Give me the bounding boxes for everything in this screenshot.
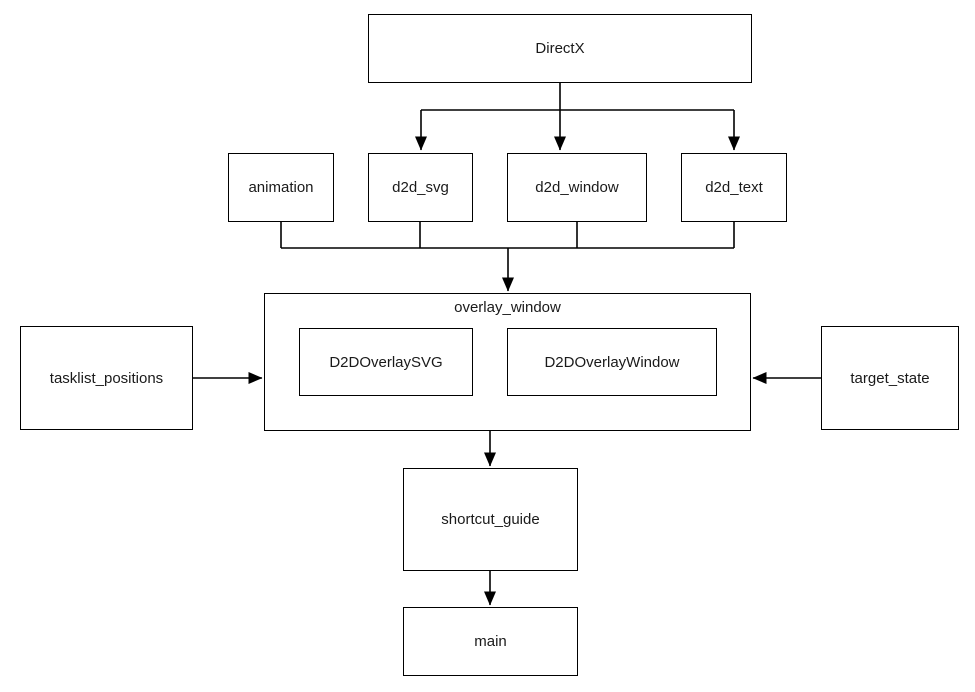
node-d2d-overlay-window-label: D2DOverlayWindow [544,353,680,371]
node-d2d-window-label: d2d_window [535,179,619,196]
node-main-label: main [474,633,507,650]
node-tasklist-positions-label: tasklist_positions [49,369,164,387]
node-d2d-overlay-svg: D2DOverlaySVG [299,328,473,396]
node-animation: animation [228,153,334,222]
node-d2d-window: d2d_window [507,153,647,222]
node-d2d-overlay-window: D2DOverlayWindow [507,328,717,396]
node-target-state-label: target_state [850,369,930,387]
node-overlay-window-label: overlay_window [454,299,561,316]
node-shortcut-guide: shortcut_guide [403,468,578,571]
node-d2d-svg: d2d_svg [368,153,473,222]
node-d2d-text: d2d_text [681,153,787,222]
node-animation-label: animation [248,179,314,196]
node-tasklist-positions: tasklist_positions [20,326,193,430]
node-d2d-overlay-svg-label: D2DOverlaySVG [329,353,443,371]
node-directx-label: DirectX [535,40,585,57]
node-target-state: target_state [821,326,959,430]
node-shortcut-guide-label: shortcut_guide [441,511,540,528]
node-d2d-text-label: d2d_text [705,179,763,196]
node-d2d-svg-label: d2d_svg [392,179,449,196]
node-main: main [403,607,578,676]
node-directx: DirectX [368,14,752,83]
